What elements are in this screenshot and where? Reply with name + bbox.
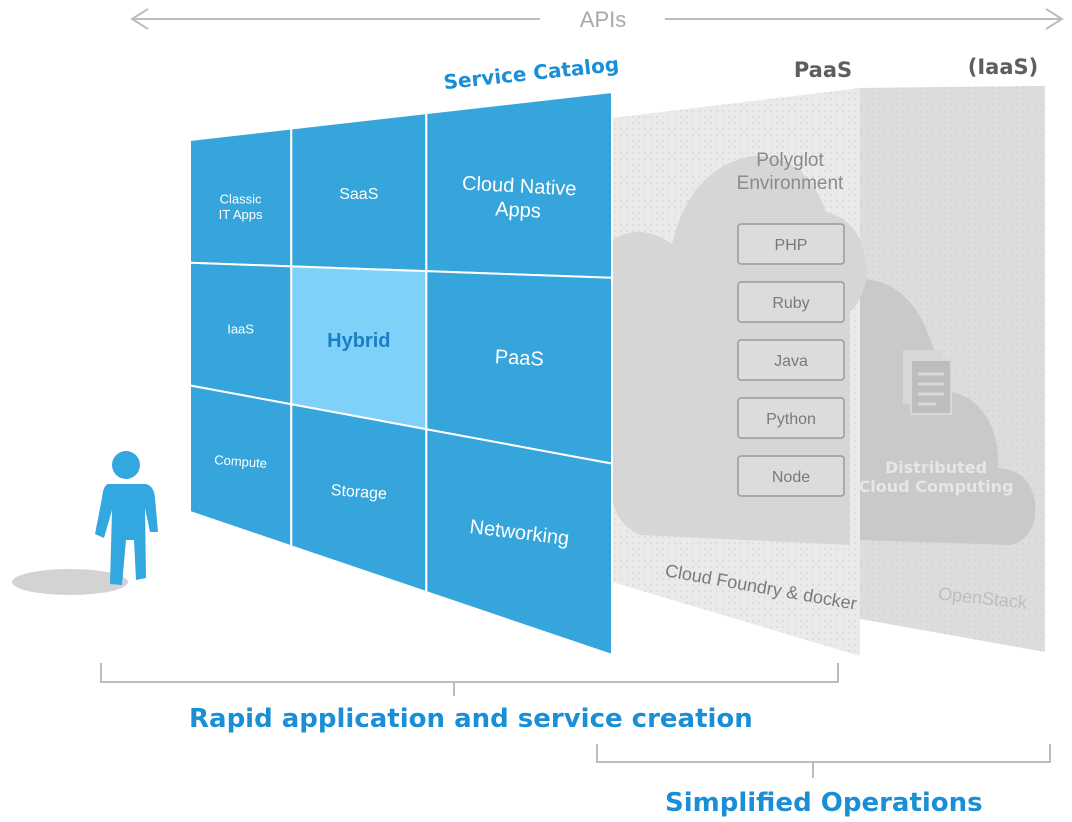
- language-label: Java: [774, 353, 808, 370]
- person-shadow: [12, 569, 128, 595]
- language-label: PHP: [775, 237, 808, 254]
- person-head: [112, 451, 140, 479]
- simplified-bracket: [596, 744, 1051, 778]
- language-box: [737, 455, 845, 497]
- paas-title: PaaS: [794, 58, 852, 82]
- person-figure: [12, 451, 158, 595]
- catalog-tile-label: IaaS: [227, 322, 254, 337]
- catalog-tile-label: PaaS: [494, 346, 544, 371]
- simplified-operations-caption: Simplified Operations: [665, 788, 983, 818]
- language-box: [737, 223, 845, 265]
- language-box: [737, 397, 845, 439]
- rapid-bracket: [100, 663, 839, 696]
- service-catalog-title: Service Catalog: [442, 52, 620, 94]
- iaas-title: (IaaS): [968, 55, 1038, 79]
- language-label: Python: [766, 411, 816, 428]
- api-arrow: APIs: [130, 7, 1064, 32]
- catalog-tile: [425, 428, 613, 657]
- api-arrow-label: APIs: [580, 7, 626, 32]
- document-icon: [903, 350, 952, 415]
- rapid-creation-caption: Rapid application and service creation: [189, 704, 753, 734]
- person-body: [95, 484, 158, 585]
- language-label: Ruby: [772, 295, 809, 312]
- catalog-tile-label: Hybrid: [327, 330, 390, 352]
- catalog-tile-label: SaaS: [339, 186, 378, 203]
- catalog-tile-label: Storage: [330, 482, 387, 503]
- catalog-tile-label: Compute: [214, 452, 268, 471]
- language-box: [737, 339, 845, 381]
- language-label: Node: [772, 469, 810, 486]
- language-box: [737, 281, 845, 323]
